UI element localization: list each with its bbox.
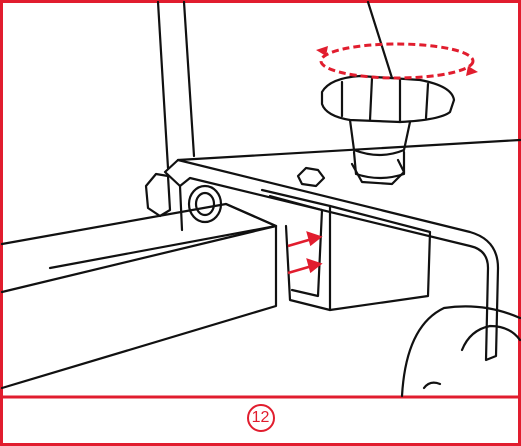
knob-leader-line [366, 0, 394, 80]
right-arrow-icon [287, 258, 323, 275]
square-tube-front [0, 224, 278, 390]
base-foot [400, 305, 521, 398]
dashed-rotation-arrow-icon [319, 42, 475, 80]
step-number: 12 [246, 403, 275, 432]
knob-washer [352, 150, 406, 180]
base-foot-curve [460, 324, 521, 352]
clamp-face [268, 194, 324, 298]
clamp-side [328, 204, 432, 312]
rotation-arrowhead-right [466, 66, 478, 76]
side-bolt-head [144, 172, 172, 218]
knob-body [320, 74, 456, 124]
knob-stem [348, 118, 412, 157]
bracket-lower-edge [178, 184, 184, 232]
step-caption: 12 [0, 397, 521, 446]
knob-nut [350, 158, 406, 186]
rotation-arrowhead-left [316, 46, 328, 56]
square-tube-end [224, 202, 278, 228]
knob-ridges [340, 76, 430, 124]
bracket-inner-edge [176, 138, 521, 162]
vertical-post [156, 0, 196, 170]
right-arrow-icon [287, 231, 323, 248]
bracket-plate [163, 158, 500, 362]
side-nut [187, 184, 223, 224]
plate-nut [296, 166, 326, 188]
side-nut-inner [194, 191, 216, 217]
